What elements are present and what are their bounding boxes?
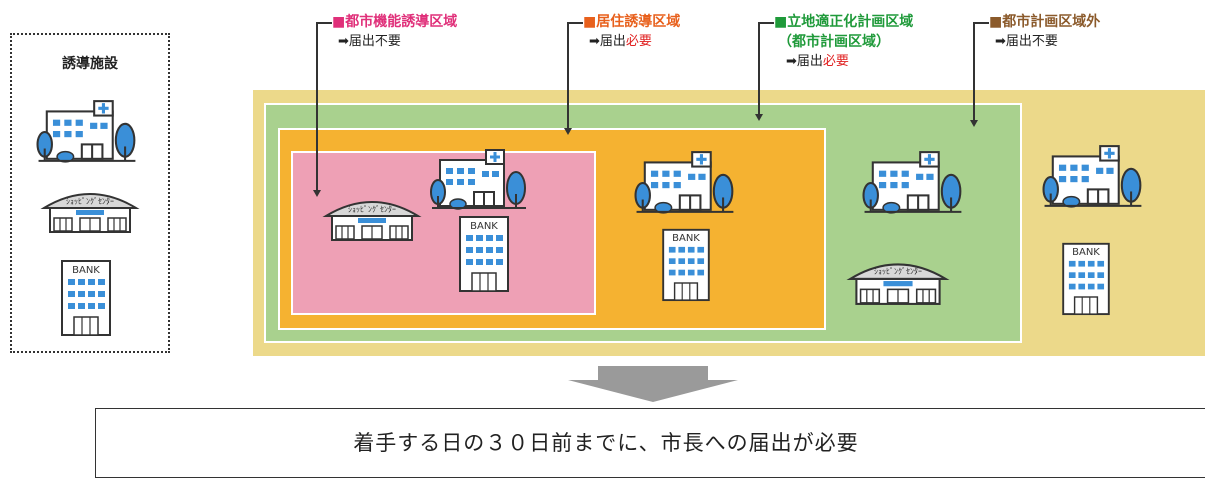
bank-icon: BANK (1062, 242, 1110, 316)
callout-note: ➡届出必要 (774, 52, 913, 72)
leader-line-city (758, 22, 774, 118)
callout-note: ➡届出不要 (332, 32, 457, 52)
bank-label: BANK (72, 265, 100, 276)
note-prefix: ➡届出 (338, 34, 375, 49)
shopping-center-icon: ｼｮｯﾋﾟﾝｸﾞｾﾝﾀｰ (849, 263, 947, 305)
result-text: 着手する日の３０日前までに、市長への届出が必要 (353, 431, 859, 455)
shopping-label: ｼｮｯﾋﾟﾝｸﾞｾﾝﾀｰ (348, 205, 396, 214)
callout-note: ➡届出不要 (989, 32, 1100, 52)
note-required: 必要 (822, 54, 849, 69)
shopping-label: ｼｮｯﾋﾟﾝｸﾞｾﾝﾀｰ (66, 197, 114, 206)
result-box: 着手する日の３０日前までに、市長への届出が必要 (95, 408, 1205, 478)
bank-label: BANK (1072, 247, 1100, 258)
callout-title: ■立地適正化計画区域 (774, 14, 914, 30)
legend-box: 誘導施設 (10, 33, 170, 353)
hospital-icon (430, 146, 530, 212)
callout-residential: ■居住誘導区域 ➡届出必要 (583, 12, 680, 52)
shopping-center-icon: ｼｮｯﾋﾟﾝｸﾞｾﾝﾀｰ (325, 201, 419, 241)
callout-title: ■都市計画区域外 (989, 14, 1101, 30)
down-arrow-icon (568, 366, 738, 402)
hospital-icon (634, 148, 738, 216)
note-prefix: ➡届出 (995, 34, 1032, 49)
callout-note: ➡届出必要 (583, 32, 680, 52)
bank-icon: BANK (459, 216, 509, 292)
legend-title: 誘導施設 (62, 56, 118, 72)
bank-label: BANK (672, 233, 700, 244)
hospital-icon (36, 97, 140, 165)
hospital-icon (1042, 142, 1146, 210)
note-prefix: ➡届出 (786, 54, 823, 69)
shopping-center-icon: ｼｮｯﾋﾟﾝｸﾞｾﾝﾀｰ (43, 193, 137, 233)
arrow-tip-urban (313, 190, 321, 197)
note-prefix: ➡届出 (589, 34, 626, 49)
leader-line-residential (567, 22, 583, 132)
note-suffix: 不要 (1031, 34, 1058, 49)
shopping-label: ｼｮｯﾋﾟﾝｸﾞｾﾝﾀｰ (874, 267, 922, 276)
bank-label: BANK (470, 221, 498, 232)
callout-city: ■立地適正化計画区域 （都市計画区域） ➡届出必要 (774, 12, 913, 72)
arrow-tip-city (755, 114, 763, 121)
bank-icon: BANK (61, 260, 111, 336)
callout-urban: ■都市機能誘導区域 ➡届出不要 (332, 12, 457, 52)
note-required: 必要 (625, 34, 652, 49)
hospital-icon (862, 148, 966, 216)
callout-title: ■居住誘導区域 (583, 14, 681, 30)
callout-title: ■都市機能誘導区域 (332, 14, 458, 30)
callout-subtitle: （都市計画区域） (778, 34, 890, 50)
arrow-tip-residential (564, 128, 572, 135)
bank-icon: BANK (662, 228, 710, 302)
arrow-tip-outside (970, 120, 978, 127)
callout-outside: ■都市計画区域外 ➡届出不要 (989, 12, 1100, 52)
note-suffix: 不要 (374, 34, 401, 49)
leader-line-outside (973, 22, 989, 124)
leader-line-urban (316, 22, 332, 194)
